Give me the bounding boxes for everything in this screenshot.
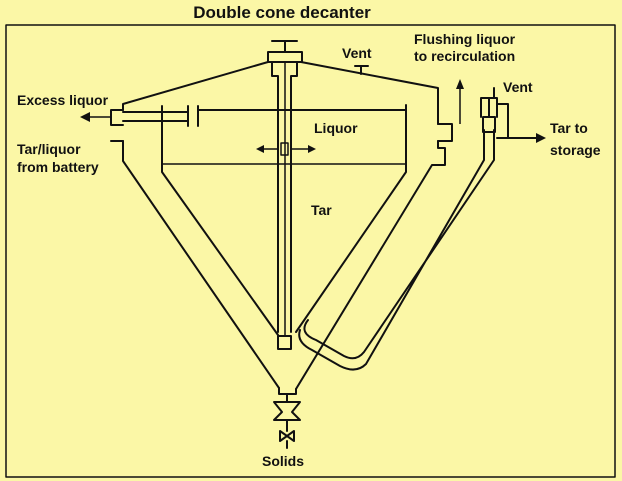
flushing-label-1: Flushing liquor [414, 31, 516, 47]
weir-marker [280, 142, 289, 156]
tar-standpipe [480, 97, 498, 118]
inner-cone [161, 104, 407, 336]
vent-top-label: Vent [342, 45, 372, 61]
tar-storage-label-1: Tar to [550, 120, 588, 136]
solids-label: Solids [262, 453, 304, 469]
excess-liquor-pipe [110, 105, 407, 127]
tar-storage-arrow-head [536, 133, 546, 143]
flushing-outlet [437, 123, 453, 142]
vent-side-label: Vent [503, 79, 533, 95]
solids-valve [273, 401, 301, 421]
vent-top-stub [354, 65, 369, 75]
excess-liquor-label: Excess liquor [17, 92, 109, 108]
weir-arrow-right-head [308, 145, 316, 153]
tar-storage-line [496, 103, 541, 139]
bottom-hopper [278, 387, 297, 395]
tar-liquor-label-1: Tar/liquor [17, 141, 81, 157]
flushing-arrow-head [456, 79, 464, 89]
drive-shaft-top [267, 40, 303, 63]
diagram-frame [5, 24, 616, 478]
bottom-float [277, 335, 292, 350]
tar-label: Tar [311, 202, 332, 218]
diagram-title: Double cone decanter [193, 3, 371, 22]
drive-shaft [271, 61, 298, 333]
weir-arrow-left-head [256, 145, 264, 153]
tar-outlet-pipe [298, 129, 495, 371]
excess-liquor-arrow-head [80, 112, 90, 122]
solids-lower-valve-icon [279, 430, 295, 442]
tar-storage-label-2: storage [550, 142, 601, 158]
tar-liquor-label-2: from battery [17, 159, 99, 175]
liquor-label: Liquor [314, 120, 358, 136]
flushing-label-2: to recirculation [414, 48, 515, 64]
